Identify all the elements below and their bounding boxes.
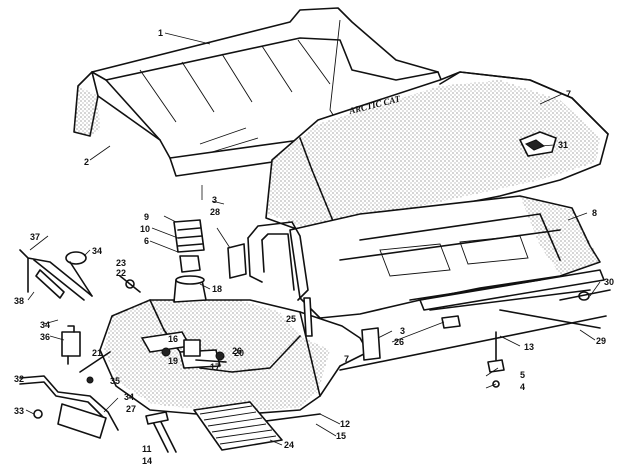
hoop-brace: [247, 221, 309, 301]
callout-26: 26: [394, 337, 404, 347]
callout-7: 7: [344, 354, 349, 364]
callout-23: 23: [116, 258, 126, 268]
small-parts: [19, 243, 611, 453]
callout-16: 16: [168, 334, 178, 344]
callout-3: 3: [212, 195, 217, 205]
callout-17: 17: [210, 362, 220, 372]
chassis-tunnel: [289, 195, 605, 319]
callout-21: 21: [92, 348, 102, 358]
callout-13: 13: [524, 342, 534, 352]
callout-26: 26: [232, 346, 242, 356]
callout-22: 22: [116, 268, 126, 278]
leader-lines: [25, 32, 601, 446]
callout-labels: 1 2 3 3 4 5 6 7 7 8 9 10 11 12 13 14 15 …: [14, 28, 614, 466]
callout-4: 4: [520, 382, 525, 392]
callout-37: 37: [30, 232, 40, 242]
callout-25: 25: [286, 314, 296, 324]
callout-1: 1: [158, 28, 163, 38]
callout-34: 34: [40, 320, 50, 330]
callout-2: 2: [84, 157, 89, 167]
callout-9: 9: [144, 212, 149, 222]
callout-20: 20: [234, 348, 244, 358]
callout-34: 34: [124, 392, 134, 402]
callout-28: 28: [210, 207, 220, 217]
callout-32: 32: [14, 374, 24, 384]
callout-10: 10: [140, 224, 150, 234]
callout-6: 6: [144, 236, 149, 246]
rear-body-shell: [265, 71, 609, 245]
filler-neck-cap: [173, 219, 207, 303]
callout-19: 19: [168, 356, 178, 366]
callout-34: 34: [92, 246, 102, 256]
callout-36: 36: [40, 332, 50, 342]
callout-31: 31: [558, 140, 568, 150]
callout-7: 7: [566, 89, 571, 99]
callout-27: 27: [126, 404, 136, 414]
callout-11: 11: [142, 444, 152, 454]
callout-15: 15: [336, 431, 346, 441]
callout-29: 29: [596, 336, 606, 346]
callout-33: 33: [14, 406, 24, 416]
callout-12: 12: [340, 419, 350, 429]
callout-35: 35: [110, 376, 120, 386]
callout-30: 30: [604, 277, 614, 287]
callout-3: 3: [400, 326, 405, 336]
callout-38: 38: [14, 296, 24, 306]
callout-24: 24: [284, 440, 294, 450]
callout-14: 14: [142, 456, 152, 466]
callout-5: 5: [520, 370, 525, 380]
callout-8: 8: [592, 208, 597, 218]
callout-18: 18: [212, 284, 222, 294]
